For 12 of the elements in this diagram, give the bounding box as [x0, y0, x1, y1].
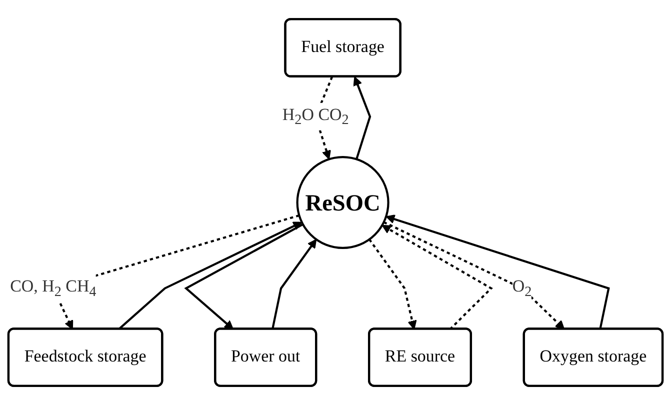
edge-label: O$_{2}$	[512, 278, 532, 300]
node-circle: ReSOC	[296, 156, 390, 250]
arrow	[353, 76, 372, 160]
arrow	[382, 224, 493, 330]
arrow	[118, 222, 302, 330]
arrow	[386, 214, 610, 330]
arrow	[383, 221, 565, 330]
edge-label: H$_{2}$O CO$_{2}$	[282, 106, 349, 128]
arrow	[368, 238, 417, 330]
arrow	[271, 239, 317, 330]
edge-label: CO, H$_{2}$ CH$_{4}$	[10, 278, 96, 300]
arrow	[184, 223, 304, 330]
